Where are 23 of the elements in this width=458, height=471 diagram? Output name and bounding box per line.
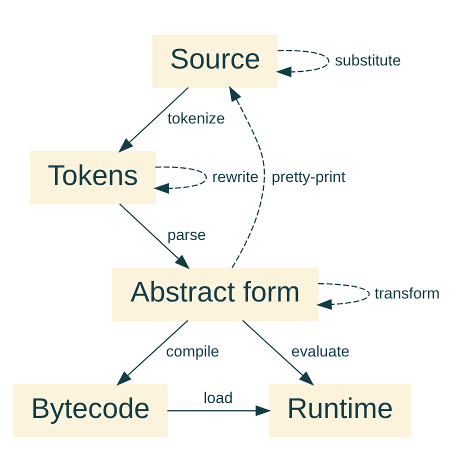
node-box: Runtime [268, 383, 411, 437]
edge-label: tokenize [166, 110, 224, 128]
edge-label: pretty-print [271, 168, 345, 186]
edge-label: load [203, 389, 232, 406]
arrow [228, 85, 264, 268]
arrow [242, 320, 314, 386]
edge-label: substitute [334, 52, 401, 69]
node-box: Tokens [29, 150, 156, 204]
edge-label: parse [166, 226, 206, 244]
node-box: Abstract form [111, 267, 318, 320]
arrow [116, 320, 188, 386]
node-box: Source [152, 34, 278, 88]
arrow [316, 282, 370, 310]
arrow [118, 203, 190, 269]
arrow [275, 49, 329, 77]
arrow [118, 86, 188, 152]
edge-label: transform [374, 284, 440, 302]
arrow [152, 166, 206, 194]
edge-label: evaluate [290, 343, 350, 360]
node-box: Bytecode [12, 383, 168, 437]
edge-label: compile [166, 343, 219, 360]
edge-label: rewrite [212, 168, 258, 186]
arrow [166, 404, 271, 416]
